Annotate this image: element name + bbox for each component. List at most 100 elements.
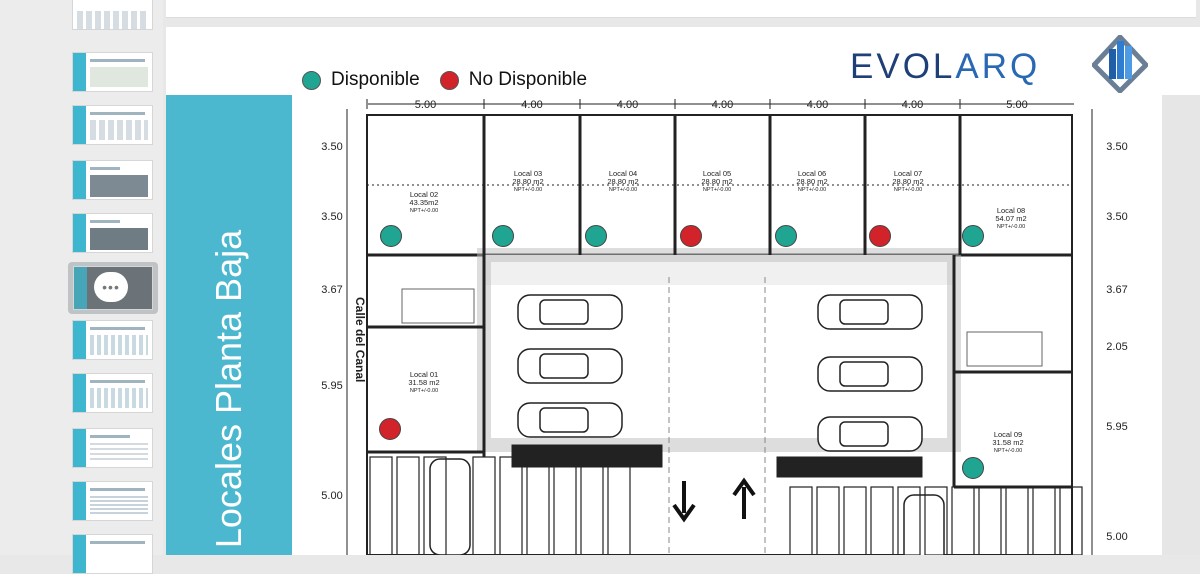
top-dimension-label: 4.00 — [617, 99, 638, 111]
slide-thumbnail[interactable] — [72, 373, 153, 413]
evolarq-diamond-logo-icon — [1092, 35, 1148, 93]
unit-status-marker[interactable] — [962, 457, 984, 479]
unit-level: NPT+/-0.00 — [994, 448, 1022, 454]
street-label: Calle del Canal — [353, 297, 367, 382]
left-dimension-label: 5.00 — [321, 490, 342, 502]
unit-area: 54.07 m2 — [995, 214, 1026, 223]
parking-stall — [423, 456, 447, 555]
parking-stall — [870, 486, 894, 555]
parked-car-icon — [429, 458, 471, 555]
right-dimension-label: 5.95 — [1106, 421, 1127, 433]
unit-status-marker[interactable] — [775, 225, 797, 247]
left-dimension-label: 5.95 — [321, 380, 342, 392]
unit-name: Local 09 — [994, 430, 1022, 439]
availability-legend: Disponible No Disponible — [302, 67, 607, 93]
slide-thumbnail[interactable] — [72, 320, 153, 360]
parking-stall — [816, 486, 840, 555]
left-dimension-label: 3.67 — [321, 284, 342, 296]
parking-stall — [843, 486, 867, 555]
parked-car-icon — [903, 494, 945, 555]
top-dimension-label: 5.00 — [1006, 99, 1027, 111]
top-dimension-label: 5.00 — [415, 99, 436, 111]
unit-name: Local 03 — [514, 169, 542, 178]
slide-thumbnail[interactable] — [72, 105, 153, 145]
slide-thumbnail[interactable] — [72, 428, 153, 468]
unit-area: 31.58 m2 — [992, 438, 1023, 447]
unit-level: NPT+/-0.00 — [609, 187, 637, 193]
slide-thumbnail[interactable] — [72, 0, 153, 30]
unit-name: Local 08 — [997, 206, 1025, 215]
unit-status-marker[interactable] — [492, 225, 514, 247]
unit-status-marker[interactable] — [680, 225, 702, 247]
parking-stall — [951, 486, 975, 555]
parking-stall — [607, 456, 631, 555]
unit-status-marker[interactable] — [962, 225, 984, 247]
slide-thumbnail[interactable] — [72, 481, 153, 521]
top-dimension-label: 4.00 — [712, 99, 733, 111]
right-dimension-label: 3.50 — [1106, 141, 1127, 153]
right-dimension-label: 2.05 — [1106, 341, 1127, 353]
logo-text-part1: EVOL — [850, 47, 956, 86]
unit-name: Local 06 — [798, 169, 826, 178]
unit-level: NPT+/-0.00 — [703, 187, 731, 193]
parking-stall — [1032, 486, 1056, 555]
parking-stall — [472, 456, 496, 555]
title-band: Locales Planta Baja — [166, 95, 292, 555]
parking-stall — [396, 456, 420, 555]
unit-area: 28.80 m2 — [512, 177, 543, 186]
legend-available-label: Disponible — [331, 69, 420, 90]
parking-stall — [1059, 486, 1083, 555]
right-dimension-label: 5.00 — [1106, 531, 1127, 543]
unit-status-marker[interactable] — [585, 225, 607, 247]
right-dimension-label: 3.50 — [1106, 211, 1127, 223]
company-logo-text: EVOLARQ — [850, 47, 1040, 87]
legend-unavailable-label: No Disponible — [468, 69, 588, 90]
slide-thumbnail[interactable] — [72, 52, 153, 92]
slide-canvas: Locales Planta Baja Disponible No Dispon… — [166, 27, 1200, 555]
parking-stall — [924, 486, 948, 555]
unit-level: NPT+/-0.00 — [410, 208, 438, 214]
parking-stall — [789, 486, 813, 555]
more-options-icon[interactable]: ••• — [94, 272, 128, 302]
down-arrow-icon — [672, 481, 696, 523]
parking-stall — [526, 456, 550, 555]
right-dimension-label: 3.67 — [1106, 284, 1127, 296]
slide-title: Locales Planta Baja — [208, 229, 249, 549]
unit-name: Local 07 — [894, 169, 922, 178]
unit-status-marker[interactable] — [379, 418, 401, 440]
parking-stall — [553, 456, 577, 555]
left-dimension-label: 3.50 — [321, 211, 342, 223]
parking-stall — [1005, 486, 1029, 555]
parking-stall — [580, 456, 604, 555]
previous-slide-edge — [166, 0, 1196, 18]
unit-area: 28.80 m2 — [796, 177, 827, 186]
slide-thumbnail[interactable] — [72, 213, 153, 253]
unit-name: Local 04 — [609, 169, 637, 178]
unit-status-marker[interactable] — [380, 225, 402, 247]
parking-stall — [978, 486, 1002, 555]
unit-name: Local 02 — [410, 190, 438, 199]
unit-name: Local 05 — [703, 169, 731, 178]
slide-scroll-area[interactable] — [1162, 95, 1200, 555]
unit-level: NPT+/-0.00 — [410, 388, 438, 394]
parking-stall — [369, 456, 393, 555]
left-dimension-label: 3.50 — [321, 141, 342, 153]
slide-thumbnail-rail: ••• — [0, 0, 163, 574]
top-dimension-label: 4.00 — [521, 99, 542, 111]
unit-level: NPT+/-0.00 — [894, 187, 922, 193]
unit-level: NPT+/-0.00 — [997, 224, 1025, 230]
unavailable-dot-icon — [439, 70, 459, 90]
unit-status-marker[interactable] — [869, 225, 891, 247]
up-arrow-icon — [732, 477, 756, 519]
slide-thumbnail[interactable] — [72, 160, 153, 200]
unit-area: 43.35m2 — [409, 198, 438, 207]
slide-thumbnail[interactable] — [72, 534, 153, 574]
